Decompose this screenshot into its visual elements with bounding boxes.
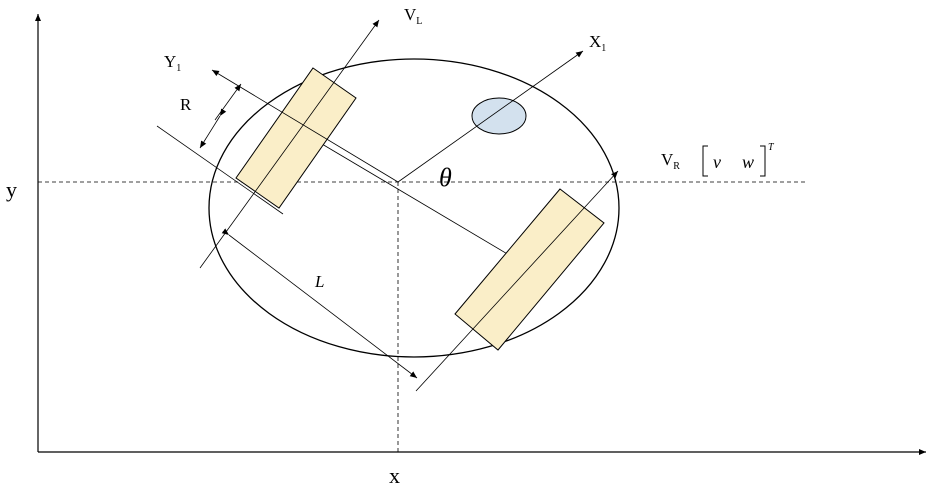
y1-label: Y1 — [164, 52, 181, 74]
right-wheel-velocity-line — [415, 170, 619, 392]
vector-w: w — [742, 152, 754, 172]
right-wheel — [454, 188, 605, 351]
caster-wheel — [471, 97, 527, 135]
r-dimension-arrow — [199, 108, 227, 149]
theta-label: θ — [439, 163, 452, 192]
x-axis-label: x — [389, 463, 400, 488]
r-dimension-arrow-upper — [214, 83, 242, 121]
vector-left-bracket — [702, 145, 708, 177]
x1-label: X1 — [589, 32, 606, 54]
y-axis-label: y — [6, 177, 17, 202]
l-dimension-arrow — [221, 228, 418, 379]
vl-label: VL — [404, 5, 422, 27]
local-y1-axis — [211, 69, 399, 183]
vector-transpose: T — [768, 142, 775, 153]
l-label: L — [314, 272, 324, 291]
vr-label: VR — [661, 150, 680, 172]
r-extension-line — [156, 125, 284, 215]
vector-v: v — [713, 152, 721, 172]
local-x1-axis — [397, 50, 584, 183]
left-wheel-velocity-line — [199, 19, 380, 269]
wheel-axle-line — [294, 127, 532, 269]
left-wheel — [235, 67, 357, 209]
r-label: R — [180, 95, 192, 114]
vector-right-bracket — [760, 145, 766, 177]
